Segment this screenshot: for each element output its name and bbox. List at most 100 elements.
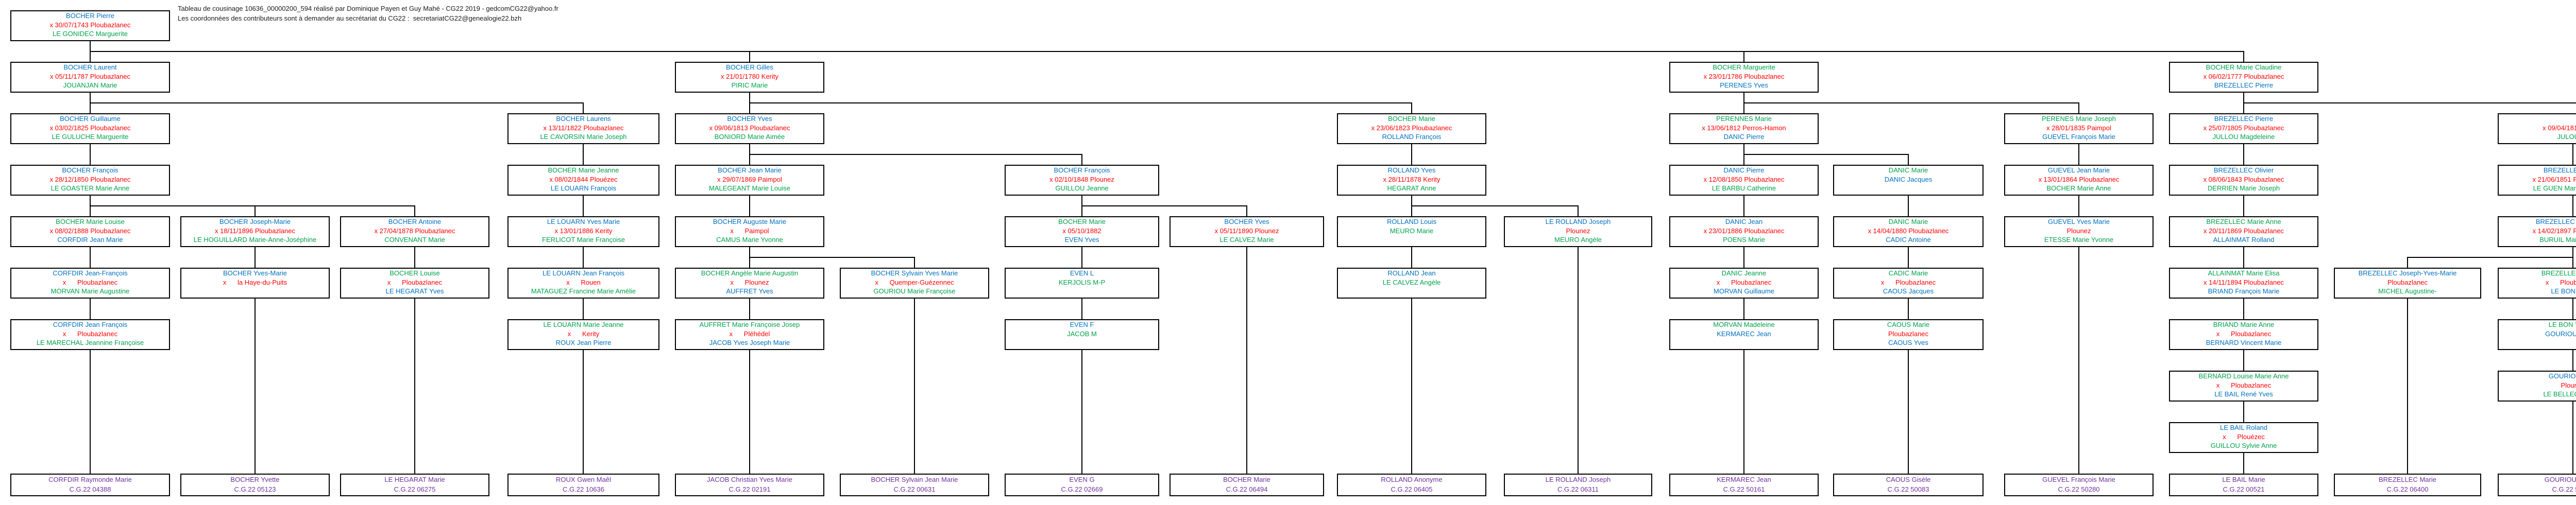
- connector-drop: [914, 299, 915, 474]
- spouse-name: LE GUEN Marie-Françoise: [2533, 184, 2576, 192]
- person-name: BRIAND Marie Anne: [2213, 321, 2275, 328]
- person-name: BREZELLEC Pierre: [2543, 166, 2576, 174]
- connector-drop: [749, 247, 750, 257]
- person-name: BOCHER Marguerite: [1713, 63, 1775, 71]
- person-name: CORFDIR Jean-François: [53, 269, 128, 277]
- person-name: BOCHER François: [62, 166, 118, 174]
- connector-drop: [2407, 257, 2408, 268]
- person-name: BOCHER Yves-Marie: [223, 269, 287, 277]
- marriage-info: x 05/10/1882: [1062, 227, 1101, 235]
- marriage-info: x Ploubazlanec: [1880, 278, 1936, 286]
- connector-bar: [749, 257, 915, 258]
- spouse-name: LE BELLEC Josette: [2543, 390, 2576, 398]
- marriage-info: x la Haye-du-Puits: [223, 278, 287, 286]
- person-box: LE BON YvonneGOURIOU Joseph: [2498, 319, 2576, 350]
- person-name: ROLLAND Jean: [1387, 269, 1436, 277]
- connector-drop: [583, 299, 584, 309]
- spouse-name: LE HEGARAT Yves: [385, 287, 444, 295]
- person-name: BREZELLEC Yves-Marie: [2535, 218, 2576, 225]
- member-code: C.G.22 00631: [893, 485, 936, 493]
- connector-drop: [583, 206, 584, 216]
- person-name: BOCHER François: [1054, 166, 1110, 174]
- marriage-info: x Ploubazlanec: [387, 278, 443, 286]
- connector-drop: [2243, 299, 2244, 309]
- marriage-info: x Ploubazlanec: [2216, 329, 2272, 338]
- connector-drop: [1246, 206, 1247, 216]
- person-name: BREZELLEC Yvonne: [2541, 269, 2576, 277]
- member-name: EVEN G: [1069, 476, 1095, 483]
- member-name: BREZELLEC Marie: [2379, 476, 2436, 483]
- person-name: BREZELLEC Joseph-Yves-Marie: [2358, 269, 2457, 277]
- connector-drop: [1743, 309, 1744, 319]
- person-name: BOCHER Louise: [389, 269, 440, 277]
- connector-drop: [255, 257, 256, 268]
- spouse-name: HEGARAT Anne: [1387, 184, 1436, 192]
- member-code: C.G.22 50159: [2552, 485, 2576, 493]
- connector-drop: [2078, 103, 2079, 113]
- connector-drop: [1411, 206, 1412, 216]
- connector-drop: [2572, 144, 2573, 154]
- person-name: BERNARD Louise Marie Anne: [2198, 372, 2289, 380]
- marriage-info: x Ploubazlanec: [2545, 278, 2576, 286]
- marriage-info: x Plounez: [730, 278, 769, 286]
- marriage-info: x 28/01/1835 Paimpol: [2046, 124, 2111, 132]
- marriage-info: x 03/02/1825 Ploubazlanec: [49, 124, 131, 132]
- person-name: BOCHER Sylvain Yves Marie: [871, 269, 958, 277]
- marriage-info: x Paimpol: [730, 227, 769, 235]
- member-code: C.G.22 02191: [728, 485, 771, 493]
- connector-drop: [1908, 309, 1909, 319]
- connector-drop: [2243, 206, 2244, 216]
- connector-drop: [1743, 247, 1744, 257]
- connector-drop: [2243, 196, 2244, 206]
- connector-drop: [90, 257, 91, 268]
- spouse-name: LE GULUCHE Marguerite: [52, 133, 129, 141]
- marriage-info: x 13/11/1822 Ploubazlanec: [543, 124, 624, 132]
- connector-drop: [90, 309, 91, 319]
- spouse-name: JACOB Yves Joseph Marie: [709, 339, 790, 346]
- connector-drop: [583, 350, 584, 474]
- connector-drop: [749, 257, 750, 268]
- marriage-info: x 28/11/1878 Kerity: [1383, 175, 1440, 183]
- connector-drop: [90, 299, 91, 309]
- connector-drop: [1411, 154, 1412, 165]
- connector-drop: [1411, 196, 1412, 206]
- marriage-info: x 29/07/1869 Paimpol: [717, 175, 782, 183]
- marriage-info: x Ploubazlanec: [62, 278, 118, 286]
- person-name: CAOUS Marie: [1887, 321, 1930, 328]
- connector-drop: [583, 144, 584, 154]
- connector-drop: [2572, 206, 2573, 216]
- connector-drop: [2243, 402, 2244, 412]
- connector-drop: [90, 144, 91, 154]
- connector-drop: [2078, 206, 2079, 216]
- marriage-info: x Quemper-Guézennec: [875, 278, 954, 286]
- marriage-info: Plourivo: [2561, 381, 2576, 389]
- member-code: C.G.22 05123: [234, 485, 276, 493]
- person-name: LE BON Yvonne: [2548, 321, 2576, 328]
- connector-drop: [255, 299, 256, 474]
- connector-drop: [414, 247, 415, 257]
